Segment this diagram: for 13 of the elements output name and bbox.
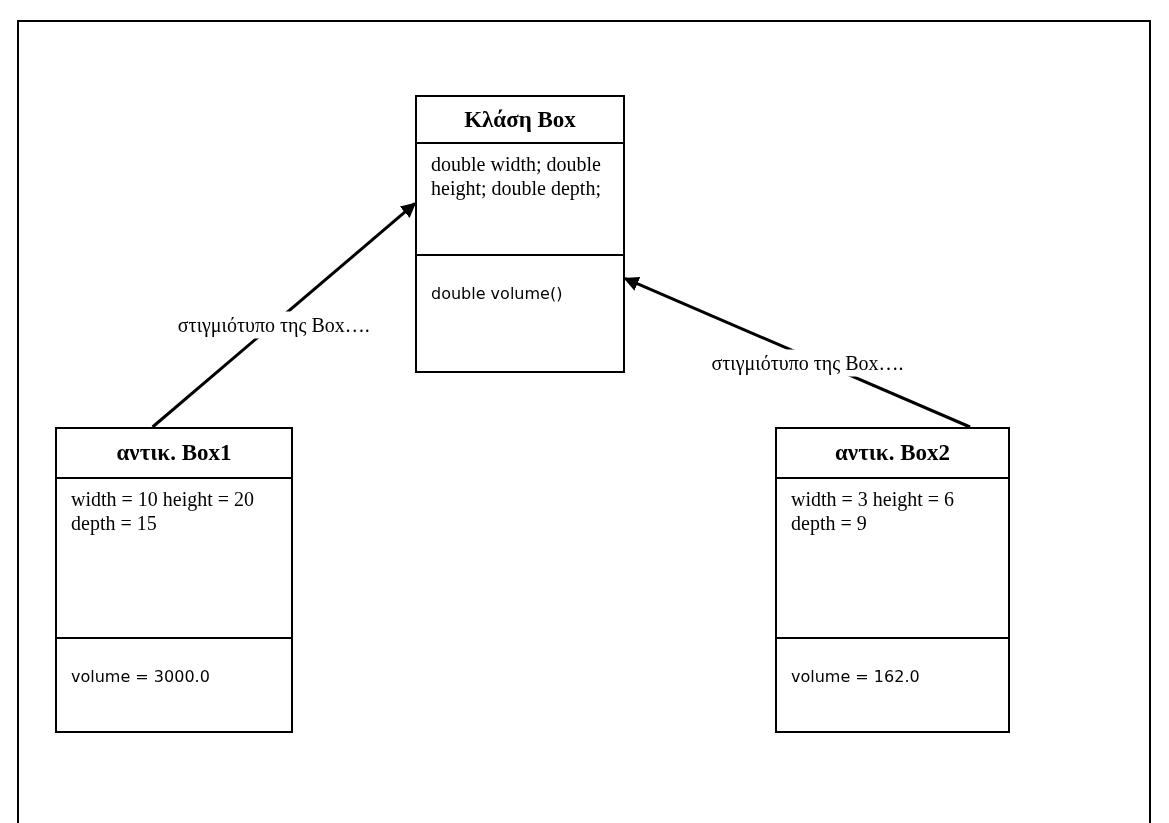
attribute-list: double width; double height; double depth; — [417, 142, 623, 254]
computed-value: volume = 162.0 — [777, 637, 1008, 731]
object-name: αντικ. Box2 — [834, 439, 951, 467]
computed-value: volume = 3000.0 — [57, 637, 291, 731]
object-box — [775, 427, 1010, 733]
class-box — [415, 95, 625, 373]
field-values: width = 3 height = 6 depth = 9 — [777, 477, 1008, 637]
method-list: double volume() — [417, 254, 623, 371]
arrow — [151, 202, 417, 429]
class-name: Κλάση Box — [463, 105, 577, 134]
field-values: width = 10 height = 20 depth = 15 — [57, 477, 291, 637]
object-box — [55, 427, 293, 733]
object-name: αντικ. Box1 — [115, 439, 233, 467]
